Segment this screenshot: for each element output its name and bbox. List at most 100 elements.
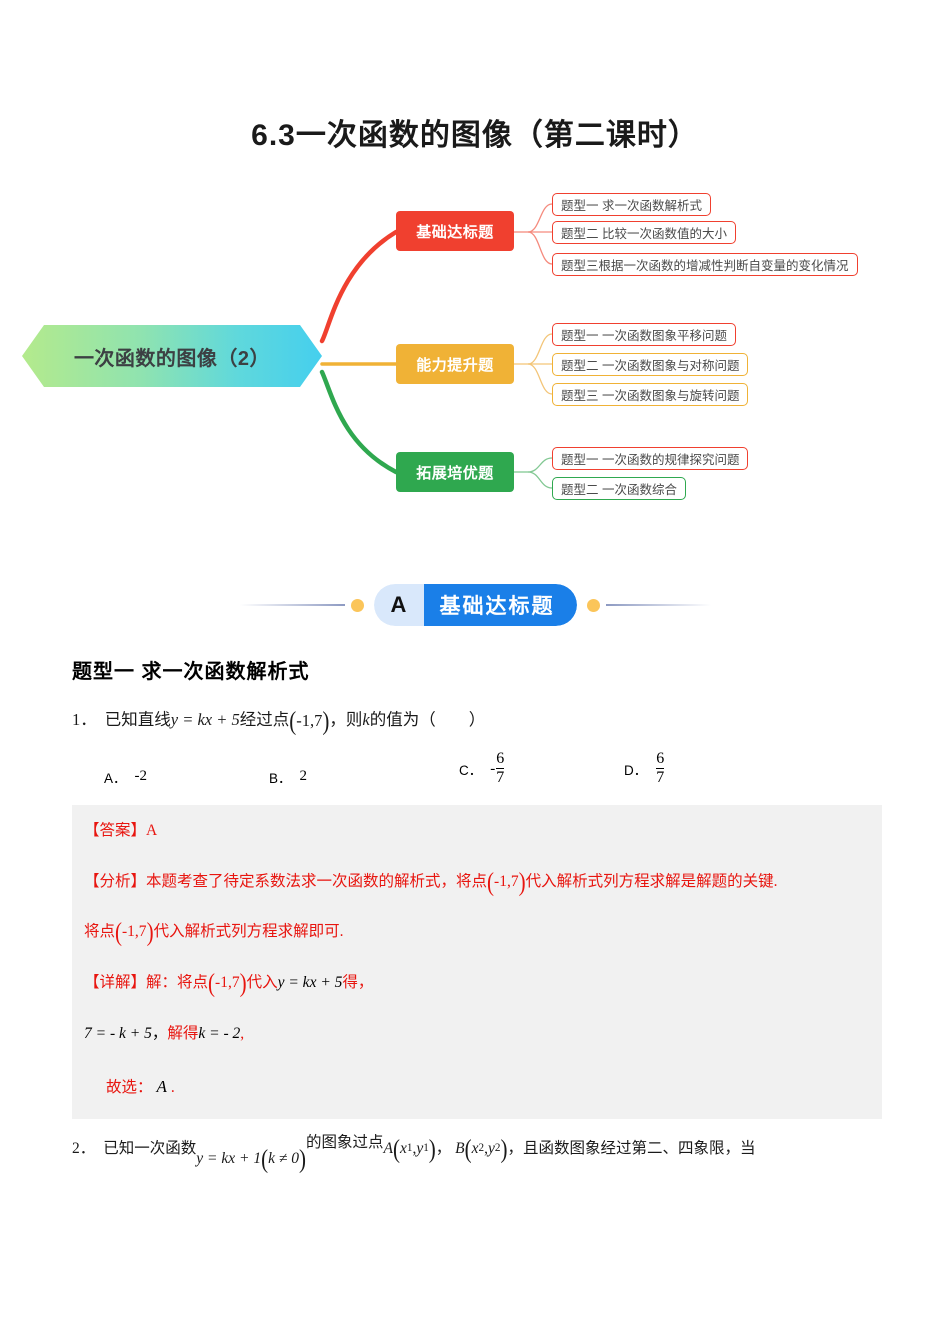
banner-label: 基础达标题 bbox=[423, 584, 577, 626]
paren-close: ) bbox=[298, 1143, 306, 1174]
conclusion-dot: . bbox=[170, 1078, 175, 1096]
analysis-line2-a: 将点 bbox=[84, 923, 116, 941]
choice-d-numerator: 6 bbox=[656, 750, 665, 768]
mindmap-branch-extension[interactable]: 拓展培优题 bbox=[396, 452, 514, 492]
mindmap-root-node[interactable]: 一次函数的图像（2） bbox=[22, 325, 322, 387]
paren-close: ) bbox=[428, 1133, 436, 1164]
paren-close: ) bbox=[518, 866, 526, 897]
detail-tag: 【详解】 bbox=[84, 974, 147, 992]
mindmap-leaf-ability-1[interactable]: 题型一 一次函数图象平移问题 bbox=[552, 323, 736, 346]
question-2-text-b: 的图象过点 bbox=[305, 1133, 384, 1151]
question-2-comma-2: ， bbox=[507, 1139, 523, 1157]
detail-text-2: 代入 bbox=[246, 974, 278, 992]
question-2-condition: (k ≠ 0) bbox=[261, 1143, 306, 1174]
paren-close: ) bbox=[239, 968, 247, 999]
analysis-text-1: 本题考查了待定系数法求一次函数的解析式，将点 bbox=[146, 872, 488, 890]
step-k-value: k = - 2 bbox=[198, 1025, 241, 1043]
mindmap-leaf-extension-1[interactable]: 题型一 一次函数的规律探究问题 bbox=[552, 447, 749, 470]
conclusion-line: 故选：A. bbox=[106, 1073, 870, 1101]
banner-letter: A bbox=[373, 584, 424, 626]
question-1-text-before: 已知直线 bbox=[104, 710, 171, 729]
mindmap-leaf-extension-2[interactable]: 题型二 一次函数综合 bbox=[552, 477, 686, 500]
analysis-point: (-1,7) bbox=[487, 866, 526, 897]
choice-c-label: C． bbox=[459, 763, 483, 779]
banner-dot-right bbox=[586, 598, 600, 612]
mindmap-branch-basic[interactable]: 基础达标题 bbox=[396, 211, 514, 251]
mindmap-leaf-basic-2[interactable]: 题型二 比较一次函数值的大小 bbox=[552, 221, 736, 244]
conclusion-label: 故选： bbox=[106, 1078, 153, 1096]
question-2-text-c: 且函数图象经过第二、四象限，当 bbox=[522, 1139, 756, 1157]
choice-a-label: A． bbox=[104, 770, 127, 786]
banner-line-right bbox=[605, 604, 711, 606]
question-1-point: (-1,7) bbox=[289, 707, 329, 735]
point-value: -1,7 bbox=[122, 923, 147, 941]
choice-d-label: D． bbox=[624, 763, 648, 779]
point-b-y-sub: 2 bbox=[494, 1142, 501, 1155]
question-1: 1．已知直线y = kx + 5经过点(-1,7)，则k的值为（ ） bbox=[72, 706, 882, 735]
question-1-choices: A． -2 B． 2 C． - 6 7 D． 6 7 bbox=[104, 750, 882, 787]
paren-open: ( bbox=[289, 705, 297, 736]
question-1-number: 1． bbox=[72, 710, 97, 729]
section-banner: A 基础达标题 bbox=[0, 583, 950, 627]
choice-c-denominator: 7 bbox=[496, 768, 505, 787]
choice-b-label: B． bbox=[269, 770, 292, 786]
point-value: -1,7 bbox=[215, 974, 240, 992]
detail-line: 【详解】解：将点(-1,7)代入y = kx + 5得， bbox=[84, 968, 870, 999]
question-2-text-a: 已知一次函数 bbox=[103, 1139, 197, 1157]
question-1-variable: k bbox=[362, 710, 370, 729]
step-end: , bbox=[240, 1025, 245, 1043]
question-2-equation-group: y = kx + 1(k ≠ 0) bbox=[196, 1143, 306, 1174]
detail-point: (-1,7) bbox=[208, 968, 247, 999]
choice-c[interactable]: C． - 6 7 bbox=[459, 750, 624, 787]
banner-pill[interactable]: A 基础达标题 bbox=[373, 584, 577, 626]
banner-dot-left bbox=[350, 598, 364, 612]
paren-open: ( bbox=[261, 1143, 269, 1174]
analysis-line2-b: 代入解析式列方程求解即可. bbox=[153, 923, 344, 941]
question-2-point-a-label: A bbox=[383, 1139, 393, 1157]
mindmap-leaf-basic-3[interactable]: 题型三根据一次函数的增减性判断自变量的变化情况 bbox=[552, 253, 858, 276]
analysis-line-2: 将点(-1,7)代入解析式列方程求解即可. bbox=[84, 917, 870, 948]
point-a-y: y bbox=[416, 1139, 424, 1157]
paren-close: ) bbox=[500, 1133, 508, 1164]
paren-open: ( bbox=[464, 1133, 472, 1164]
question-1-text-after: ，则 bbox=[329, 710, 363, 729]
question-1-equation: y = kx + 5 bbox=[170, 710, 240, 729]
point-b-x: x bbox=[471, 1139, 479, 1157]
question-1-text-mid: 经过点 bbox=[239, 710, 290, 729]
paren-close: ) bbox=[322, 705, 330, 736]
choice-d[interactable]: D． 6 7 bbox=[624, 750, 665, 787]
condition-value: k ≠ 0 bbox=[268, 1149, 299, 1167]
choice-c-fraction: 6 7 bbox=[496, 750, 505, 787]
conclusion-value: A bbox=[156, 1076, 167, 1096]
point-value: -1,7 bbox=[494, 872, 519, 890]
question-2-point-b-label: B bbox=[455, 1139, 465, 1157]
mindmap-leaf-basic-1[interactable]: 题型一 求一次函数解析式 bbox=[552, 193, 711, 216]
point-a-y-sub: 1 bbox=[423, 1142, 429, 1155]
mindmap-leaf-ability-3[interactable]: 题型三 一次函数图象与旋转问题 bbox=[552, 383, 749, 406]
answer-value: A bbox=[146, 821, 158, 839]
question-type-heading: 题型一 求一次函数解析式 bbox=[72, 661, 310, 683]
answer-tag: 【答案】 bbox=[84, 821, 147, 839]
main-content: 题型一 求一次函数解析式 1．已知直线y = kx + 5经过点(-1,7)，则… bbox=[72, 655, 882, 1172]
analysis-text-2: 代入解析式列方程求解是解题的关键. bbox=[525, 872, 778, 890]
detail-text-1: 解：将点 bbox=[146, 974, 209, 992]
paren-open: ( bbox=[392, 1133, 400, 1164]
paren-open: ( bbox=[115, 917, 123, 948]
choice-b-value: 2 bbox=[299, 768, 308, 785]
question-2-equation: y = kx + 1 bbox=[196, 1149, 262, 1167]
answer-block-1: 【答案】A 【分析】本题考查了待定系数法求一次函数的解析式，将点(-1,7)代入… bbox=[72, 804, 882, 1119]
step-solve-label: 解得 bbox=[167, 1025, 199, 1043]
choice-b[interactable]: B． 2 bbox=[269, 767, 459, 787]
step-equation: 7 = - k + 5 bbox=[84, 1025, 152, 1043]
banner-line-left bbox=[239, 604, 345, 606]
choice-c-numerator: 6 bbox=[496, 750, 505, 768]
paren-open: ( bbox=[208, 968, 216, 999]
mindmap-leaf-ability-2[interactable]: 题型二 一次函数图象与对称问题 bbox=[552, 353, 749, 376]
point-a-x: x bbox=[399, 1139, 407, 1157]
choice-a[interactable]: A． -2 bbox=[104, 767, 269, 787]
choice-c-sign: - bbox=[490, 760, 496, 777]
mindmap-branch-ability[interactable]: 能力提升题 bbox=[396, 344, 514, 384]
